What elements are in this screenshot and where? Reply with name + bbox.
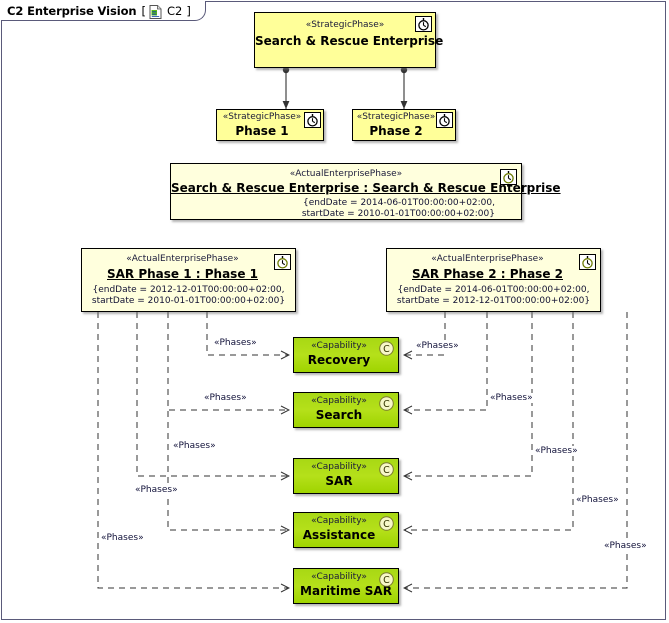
clock-icon <box>436 112 453 128</box>
composition-edges <box>282 66 408 109</box>
node-property-startdate: startDate = 2012-12-01T00:00:00+02:00} <box>396 296 591 306</box>
page-title: C2 Enterprise Vision <box>7 3 137 18</box>
right-phase-edges <box>404 312 628 588</box>
edge-label-phases-left-1: «Phases» <box>213 338 258 348</box>
node-strategic-phase-1[interactable]: «StrategicPhase» Phase 1 <box>216 109 324 141</box>
node-property-enddate: {endDate = 2014-06-01T00:00:00+02:00, <box>302 198 495 208</box>
svg-text:C: C <box>383 519 390 530</box>
edge-label-phases-right-5: «Phases» <box>603 541 648 551</box>
node-name: Search & Rescue Enterprise : Search & Re… <box>171 181 561 195</box>
capability-c-icon: C <box>379 341 394 356</box>
node-strategic-phase-2[interactable]: «StrategicPhase» Phase 2 <box>352 109 456 141</box>
node-strategic-search-rescue-enterprise[interactable]: «StrategicPhase» Search & Rescue Enterpr… <box>254 12 444 68</box>
capability-c-icon: C <box>379 516 394 531</box>
node-stereotype: «ActualEnterprisePhase» <box>126 254 239 264</box>
node-property-enddate: {endDate = 2014-06-01T00:00:00+02:00, <box>397 285 590 295</box>
clock-icon <box>500 169 517 185</box>
node-capability-assistance[interactable]: «Capability» Assistance C <box>293 512 399 548</box>
node-name: Phase 2 <box>369 124 423 138</box>
node-sar-phase-2[interactable]: «ActualEnterprisePhase» SAR Phase 2 : Ph… <box>386 248 601 312</box>
node-stereotype: «StrategicPhase» <box>222 112 302 122</box>
diagram-frame-tab: C2 Enterprise Vision [ C2 ] <box>1 1 206 21</box>
edge-label-phases-right-1: «Phases» <box>415 341 460 351</box>
node-property-startdate: startDate = 2010-01-01T00:00:00+02:00} <box>301 209 495 219</box>
svg-text:C: C <box>383 344 390 355</box>
node-stereotype: «Capability» <box>311 341 367 351</box>
left-phase-edges <box>97 312 289 588</box>
node-name: Maritime SAR <box>300 584 392 598</box>
edge-label-phases-left-3: «Phases» <box>172 441 217 451</box>
edge-label-phases-right-2: «Phases» <box>489 393 534 403</box>
svg-text:C: C <box>383 465 390 476</box>
node-stereotype: «ActualEnterprisePhase» <box>289 169 403 179</box>
node-capability-maritime-sar[interactable]: «Capability» Maritime SAR C <box>293 568 399 604</box>
node-name: Recovery <box>307 353 371 367</box>
capability-c-icon: C <box>379 572 394 587</box>
edge-label-phases-right-3: «Phases» <box>534 446 579 456</box>
node-actual-search-rescue-enterprise[interactable]: «ActualEnterprisePhase» Search & Rescue … <box>170 163 561 220</box>
node-stereotype: «Capability» <box>311 462 367 472</box>
node-capability-recovery[interactable]: «Capability» Recovery C <box>293 337 399 373</box>
node-stereotype: «ActualEnterprisePhase» <box>431 254 544 264</box>
capability-c-icon: C <box>379 396 394 411</box>
node-stereotype: «Capability» <box>311 516 367 526</box>
node-name: Search & Rescue Enterprise <box>255 34 444 48</box>
node-name: Assistance <box>302 528 376 542</box>
edge-label-phases-right-4: «Phases» <box>575 495 620 505</box>
clock-icon <box>579 254 596 270</box>
edge-label-phases-left-4: «Phases» <box>134 485 179 495</box>
node-name: Phase 1 <box>235 124 289 138</box>
node-stereotype: «Capability» <box>311 572 367 582</box>
node-stereotype: «StrategicPhase» <box>305 20 385 30</box>
document-icon <box>149 4 162 19</box>
node-name: SAR Phase 2 : Phase 2 <box>412 267 563 281</box>
node-property-startdate: startDate = 2010-01-01T00:00:00+02:00} <box>91 296 286 306</box>
svg-text:C: C <box>383 399 390 410</box>
capability-c-icon: C <box>379 462 394 477</box>
svg-text:C: C <box>383 575 390 586</box>
node-stereotype: «StrategicPhase» <box>356 112 436 122</box>
node-capability-sar[interactable]: «Capability» SAR C <box>293 458 399 494</box>
node-name: SAR <box>325 474 353 488</box>
clock-icon <box>274 254 291 270</box>
node-name: Search <box>315 408 363 422</box>
node-sar-phase-1[interactable]: «ActualEnterprisePhase» SAR Phase 1 : Ph… <box>81 248 296 312</box>
edge-label-phases-left-2: «Phases» <box>203 393 248 403</box>
bracket-open: [ <box>141 3 146 18</box>
frame-code: C2 <box>166 3 183 18</box>
edge-label-phases-left-5: «Phases» <box>100 533 145 543</box>
clock-icon <box>304 112 321 128</box>
node-capability-search[interactable]: «Capability» Search C <box>293 392 399 428</box>
node-stereotype: «Capability» <box>311 396 367 406</box>
node-name: SAR Phase 1 : Phase 1 <box>107 267 258 281</box>
bracket-close: ] <box>186 3 191 18</box>
clock-icon <box>415 16 432 32</box>
node-property-enddate: {endDate = 2012-12-01T00:00:00+02:00, <box>92 285 285 295</box>
